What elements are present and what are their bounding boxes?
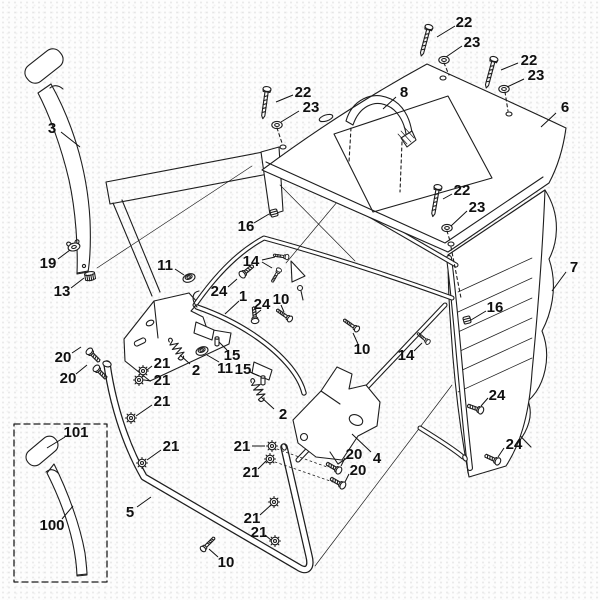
callout-2-b: 2 <box>279 406 287 423</box>
callout-7: 7 <box>570 259 578 276</box>
mount-plate <box>123 292 273 382</box>
callout-100: 100 <box>39 517 64 534</box>
callout-22-c: 22 <box>295 84 312 101</box>
clip-16-left <box>269 208 279 218</box>
callout-11-b: 11 <box>217 360 233 377</box>
callout-23-d: 23 <box>469 199 486 216</box>
alignment-line-bottom <box>314 384 453 567</box>
part-101-grip <box>25 435 59 467</box>
callout-19: 19 <box>40 255 57 272</box>
screws-22-washers-23 <box>258 23 513 299</box>
part-4-carrier-bracket <box>292 366 381 465</box>
callout-8: 8 <box>400 84 408 101</box>
callout-20-d: 20 <box>350 462 367 479</box>
part-3-chute-handle <box>24 48 91 275</box>
pin-15-right <box>260 375 266 386</box>
hole <box>447 241 455 247</box>
bag-frame-front-rail <box>192 235 455 308</box>
callout-15-a: 15 <box>224 347 241 364</box>
callout-2-a: 2 <box>192 362 200 379</box>
screw-22-left <box>258 85 272 120</box>
part-6-cover <box>261 63 567 253</box>
part-8-handle <box>345 95 417 148</box>
callout-14-a: 14 <box>243 253 260 270</box>
callout-5: 5 <box>126 504 134 521</box>
callout-22-d: 22 <box>454 182 471 199</box>
nut-13 <box>83 270 97 283</box>
screw-14-a <box>272 251 290 261</box>
callout-1: 1 <box>239 288 247 305</box>
nut-21 <box>268 534 282 548</box>
leader-lines <box>46 25 567 558</box>
callout-23-a: 23 <box>464 34 481 51</box>
callout-22-a: 22 <box>456 14 473 31</box>
clip-16-right <box>462 315 472 325</box>
screw-14-b <box>269 266 283 284</box>
callout-21-e: 21 <box>234 438 251 455</box>
screw-10-c <box>198 534 218 554</box>
callout-21-h: 21 <box>251 524 268 541</box>
cover-vent <box>318 113 334 123</box>
callout-4: 4 <box>373 450 382 467</box>
callout-15-b: 15 <box>235 361 252 378</box>
callout-16-a: 16 <box>238 218 255 235</box>
screw-20-a <box>84 346 103 365</box>
callout-21-c: 21 <box>154 393 171 410</box>
screw-20-d <box>328 474 348 491</box>
hole <box>279 144 287 150</box>
screw-14-c <box>415 330 432 346</box>
callout-24-a: 24 <box>211 283 228 300</box>
handle-alignment-dashes <box>348 127 403 193</box>
assembly-dotted-lines <box>274 448 334 483</box>
part-100-handle-tube <box>46 463 88 577</box>
part-5-lower-frame-tube <box>102 360 314 574</box>
callout-21-f: 21 <box>243 464 260 481</box>
cover-window <box>333 95 493 213</box>
callout-23-b: 23 <box>528 67 545 84</box>
callout-13: 13 <box>54 283 71 300</box>
nut-21 <box>265 439 279 453</box>
callout-11-a: 11 <box>157 257 173 274</box>
callout-6: 6 <box>561 99 569 116</box>
nut-21 <box>263 452 277 466</box>
callout-22-b: 22 <box>521 52 538 69</box>
nut-11-upper <box>181 271 197 285</box>
callout-3: 3 <box>48 120 56 137</box>
callout-10-a: 10 <box>273 291 290 308</box>
callout-21-g: 21 <box>244 510 261 527</box>
callout-24-b: 24 <box>254 296 271 313</box>
callout-10-b: 10 <box>354 341 371 358</box>
callout-20-b: 20 <box>60 370 77 387</box>
callout-16-b: 16 <box>487 299 504 316</box>
panel-upright-tube <box>446 255 473 471</box>
callout-20-a: 20 <box>55 349 72 366</box>
screw-10-b <box>341 316 362 334</box>
callout-14-b: 14 <box>398 347 415 364</box>
alignment-line-left <box>96 165 253 269</box>
callout-23-c: 23 <box>303 99 320 116</box>
rear-chute-arm <box>105 151 269 297</box>
nut-21 <box>135 456 149 470</box>
screw-22-top-1 <box>416 23 435 58</box>
option-box <box>13 423 108 583</box>
part-1-bail-tube <box>192 290 307 396</box>
nut-21 <box>124 411 138 425</box>
callout-24-c: 24 <box>489 387 506 404</box>
callout-10-c: 10 <box>218 554 235 571</box>
nut-21 <box>132 373 146 387</box>
callout-24-d: 24 <box>506 436 523 453</box>
screw-22-top-2 <box>481 55 500 90</box>
callout-21-d: 21 <box>163 438 180 455</box>
callout-21-a: 21 <box>154 355 171 372</box>
callout-20-c: 20 <box>346 446 363 463</box>
callout-labels: 22 23 22 23 22 23 8 6 3 22 23 16 7 19 13… <box>39 14 578 571</box>
callout-21-b: 21 <box>154 372 171 389</box>
hole <box>505 111 513 117</box>
screw-10-a <box>274 306 295 324</box>
hole <box>439 75 447 81</box>
callout-101: 101 <box>63 424 88 441</box>
bag-bottom-tube <box>417 425 468 462</box>
